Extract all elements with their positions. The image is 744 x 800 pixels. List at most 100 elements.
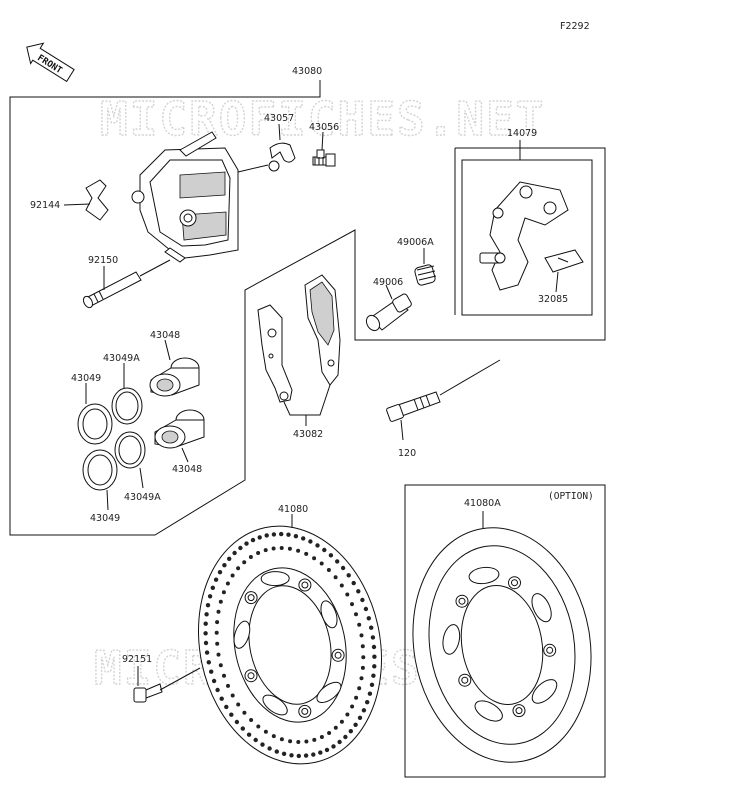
pad-left-part <box>257 304 293 403</box>
disc-hole <box>331 744 336 749</box>
disc-hole <box>312 556 317 561</box>
disc-window <box>262 694 288 716</box>
bleeder-valve-part <box>312 149 336 167</box>
disc-bolt-hole <box>458 597 466 605</box>
disc-hole <box>211 678 217 684</box>
disc-hole <box>214 630 219 635</box>
disc-hole <box>370 635 376 640</box>
disc-hole <box>360 644 365 649</box>
label-seal-lower: 43049 <box>90 513 120 524</box>
disc-hole <box>267 746 272 751</box>
disc-hole <box>238 545 243 551</box>
disc-window <box>468 566 500 585</box>
disc-hole <box>216 609 221 614</box>
disc-hole <box>281 751 287 756</box>
disc-hole <box>236 566 241 571</box>
disc-hole <box>221 590 226 595</box>
disc-hole <box>304 739 309 744</box>
caliper-body <box>131 131 239 263</box>
disc-hole <box>224 704 229 710</box>
disc-hole <box>296 753 301 759</box>
boot-a-part <box>414 264 437 286</box>
disc-hole <box>345 712 350 717</box>
disc-window <box>320 600 338 629</box>
label-seal-upper: 43049 <box>71 373 101 384</box>
disc-hole <box>354 695 359 700</box>
disc-hole <box>350 704 355 709</box>
disc-hole <box>207 594 213 599</box>
disc-hole <box>372 654 377 659</box>
disc-hole <box>279 737 284 742</box>
disc-hole <box>346 573 351 578</box>
disc-hole <box>367 691 373 696</box>
option-label: (OPTION) <box>548 491 594 502</box>
disc-bolt-hole <box>301 581 309 589</box>
disc-hole <box>359 633 364 638</box>
disc-hole <box>339 719 344 724</box>
disc-hole <box>324 747 330 753</box>
disc-hole <box>271 734 276 739</box>
disc-hole <box>274 749 279 754</box>
disc-hole <box>210 585 215 590</box>
seal-upper-part <box>77 403 113 445</box>
disc-hole <box>318 750 323 755</box>
bracket-part <box>268 142 296 172</box>
front-arrow-icon: FRONT <box>26 42 75 83</box>
disc-hole <box>203 640 209 646</box>
disc-hole <box>363 606 369 612</box>
disc-hole <box>256 724 261 729</box>
disc-hole <box>209 669 214 674</box>
label-disc-option: 41080A <box>464 498 501 509</box>
disc-hole <box>328 553 334 558</box>
disc-hole <box>215 620 220 625</box>
brake-disc <box>197 525 383 765</box>
disc-hole <box>366 616 371 621</box>
disc-window <box>531 593 552 623</box>
disc-hole <box>216 652 221 657</box>
disc-hole <box>249 718 254 722</box>
disc-window <box>316 681 342 704</box>
disc-hole <box>353 722 358 727</box>
disc-hole <box>296 740 301 744</box>
disc-hole <box>371 644 377 650</box>
disc-hole <box>203 631 208 636</box>
disc-hole <box>248 555 253 559</box>
disc-hole <box>215 641 220 646</box>
label-bleeder-valve: 43056 <box>309 122 339 133</box>
label-spring: 92144 <box>30 200 60 211</box>
disc-hole <box>351 580 356 586</box>
disc-hole <box>279 531 284 537</box>
disc-hole <box>234 719 240 725</box>
label-seal-a-lower: 43049A <box>124 492 161 503</box>
disc-hole <box>343 734 348 740</box>
piston-outer-part <box>149 357 200 397</box>
label-shim: 32085 <box>538 294 568 305</box>
disc-hole <box>232 550 237 556</box>
disc-hole <box>250 537 256 543</box>
disc-hole <box>263 729 268 734</box>
disc-hole <box>271 532 277 537</box>
seal-a-lower-part <box>114 431 146 469</box>
figure-code: F2292 <box>560 21 590 32</box>
disc-hole <box>333 575 338 580</box>
disc-hole <box>204 612 209 617</box>
label-bracket: 43057 <box>264 113 294 124</box>
disc-hole <box>236 702 241 707</box>
disc-hole <box>354 612 358 617</box>
disc-hole <box>215 687 220 693</box>
disc-hole <box>356 589 361 594</box>
disc-hole <box>357 686 362 691</box>
disc-hole <box>372 664 377 669</box>
pin-part <box>82 271 142 309</box>
disc-hole <box>227 556 232 561</box>
disc-hole <box>257 535 262 540</box>
brake-disc-option <box>412 527 592 763</box>
disc-hole <box>242 710 247 715</box>
disc-hole <box>308 539 313 544</box>
disc-hole <box>205 603 211 608</box>
disc-hole <box>213 577 219 582</box>
disc-window <box>233 620 251 649</box>
disc-hole <box>218 599 223 604</box>
disc-bolt-hole <box>546 646 554 654</box>
